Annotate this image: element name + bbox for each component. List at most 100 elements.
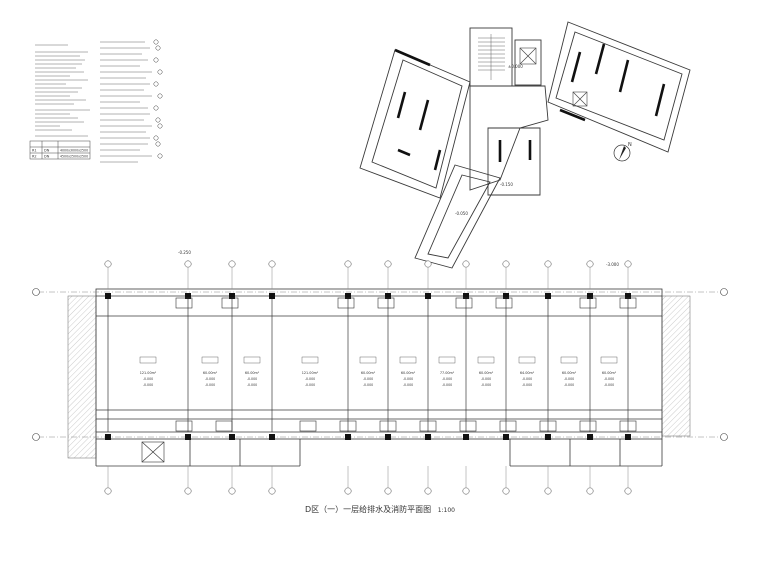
grid-bubble-top bbox=[624, 260, 632, 268]
room-elevation: -0.000 bbox=[247, 377, 257, 381]
upper-building bbox=[359, 21, 691, 269]
room-tag bbox=[560, 356, 578, 364]
drawing-title: D区（一）一层给排水及消防平面图 bbox=[304, 505, 432, 514]
room-tag bbox=[477, 356, 495, 364]
elevation-upper-3: ±0.000 bbox=[508, 64, 523, 69]
room-elevation: -0.000 bbox=[564, 377, 574, 381]
room-area: 60.00m² bbox=[361, 371, 376, 375]
room-tag bbox=[243, 356, 261, 364]
room-tag bbox=[438, 356, 456, 364]
room-elevation-2: -0.000 bbox=[363, 383, 373, 387]
elevation-main-right: -3.000 bbox=[606, 262, 619, 267]
grid-bubble-top bbox=[502, 260, 510, 268]
elevator-lower bbox=[141, 441, 165, 463]
room-elevation: -0.000 bbox=[481, 377, 491, 381]
room-area: 64.00m² bbox=[520, 371, 535, 375]
room-tag bbox=[359, 356, 377, 364]
room-elevation-2: -0.000 bbox=[305, 383, 315, 387]
hatch-right bbox=[661, 295, 691, 437]
room-area: 60.00m² bbox=[401, 371, 416, 375]
room-elevation: -0.000 bbox=[442, 377, 452, 381]
room-elevation-2: -0.000 bbox=[247, 383, 257, 387]
grid-bubble-bottom bbox=[268, 487, 276, 495]
room-elevation-2: -0.000 bbox=[564, 383, 574, 387]
room-area: 121.00m² bbox=[140, 371, 157, 375]
grid-bubble-bottom bbox=[544, 487, 552, 495]
grid-bubble-bottom bbox=[228, 487, 236, 495]
grid-bubble-bottom bbox=[624, 487, 632, 495]
grid-bubble-top bbox=[544, 260, 552, 268]
room-tag bbox=[139, 356, 157, 364]
grid-bubble-bottom bbox=[104, 487, 112, 495]
legend-label-2: DN bbox=[44, 155, 50, 159]
bottom-grid-marks bbox=[104, 466, 632, 495]
room-elevation-2: -0.000 bbox=[205, 383, 215, 387]
room-elevation: -0.000 bbox=[205, 377, 215, 381]
hatch-left bbox=[67, 295, 97, 459]
room-area: 60.00m² bbox=[562, 371, 577, 375]
room-elevation: -0.000 bbox=[143, 377, 153, 381]
room-elevation: -0.000 bbox=[305, 377, 315, 381]
axis-bubbles-lr bbox=[32, 288, 728, 441]
grid-bubble-top bbox=[104, 260, 112, 268]
room-elevation: -0.000 bbox=[522, 377, 532, 381]
room-area: 60.00m² bbox=[479, 371, 494, 375]
grid-bubble-top bbox=[384, 260, 392, 268]
room-tag bbox=[301, 356, 319, 364]
legend-code-1: R1 bbox=[32, 149, 37, 153]
stair-treads bbox=[478, 34, 505, 80]
axis-lines bbox=[38, 291, 722, 438]
room-elevation-2: -0.000 bbox=[604, 383, 614, 387]
grid-bubble-bottom bbox=[462, 487, 470, 495]
room-elevation: -0.000 bbox=[363, 377, 373, 381]
elevation-main-left: -0.250 bbox=[178, 250, 191, 255]
room-area: 60.00m² bbox=[602, 371, 617, 375]
grid-bubble-bottom bbox=[384, 487, 392, 495]
room-elevation-2: -0.000 bbox=[143, 383, 153, 387]
partitions bbox=[107, 296, 629, 432]
room-area: 60.00m² bbox=[203, 371, 218, 375]
grid-bubble-top bbox=[184, 260, 192, 268]
legend-value-1: 4000x3000x2500 bbox=[60, 149, 88, 153]
legend-code-2: R2 bbox=[32, 155, 37, 159]
grid-bubble-top bbox=[344, 260, 352, 268]
grid-bubble-bottom bbox=[502, 487, 510, 495]
room-area: 77.00m² bbox=[440, 371, 455, 375]
room-labels: 121.00m² -0.000 -0.000 60.00m² -0.000 -0.000 6… bbox=[139, 356, 618, 387]
grid-bubble-top bbox=[586, 260, 594, 268]
north-arrow bbox=[613, 144, 631, 162]
room-tag bbox=[600, 356, 618, 364]
grid-bubble-bottom bbox=[184, 487, 192, 495]
room-tag bbox=[201, 356, 219, 364]
room-elevation-2: -0.000 bbox=[522, 383, 532, 387]
legend-table bbox=[29, 140, 91, 160]
symbol-markers bbox=[153, 39, 163, 159]
room-tag bbox=[399, 356, 417, 364]
room-elevation-2: -0.000 bbox=[481, 383, 491, 387]
room-area: 121.00m² bbox=[302, 371, 319, 375]
drawing-scale: 1:100 bbox=[437, 507, 455, 514]
grid-bubble-top bbox=[462, 260, 470, 268]
north-label: N bbox=[628, 142, 632, 148]
room-elevation-2: -0.000 bbox=[403, 383, 413, 387]
grid-bubble-top bbox=[268, 260, 276, 268]
grid-bubble-top bbox=[228, 260, 236, 268]
room-elevation-2: -0.000 bbox=[442, 383, 452, 387]
room-tag bbox=[518, 356, 536, 364]
top-grid-marks bbox=[104, 260, 632, 289]
grid-bubble-bottom bbox=[424, 487, 432, 495]
room-elevation: -0.000 bbox=[403, 377, 413, 381]
symbol-legend bbox=[100, 41, 152, 163]
legend-value-2: 4500x2500x2500 bbox=[60, 155, 88, 159]
general-notes bbox=[35, 44, 90, 137]
structural-columns bbox=[105, 293, 631, 440]
legend-label-1: DN bbox=[44, 149, 50, 153]
room-area: 60.00m² bbox=[245, 371, 260, 375]
grid-bubble-bottom bbox=[586, 487, 594, 495]
main-outline bbox=[95, 288, 663, 467]
elevator-upper bbox=[519, 47, 588, 107]
upper-walls bbox=[394, 43, 666, 171]
grid-bubble-bottom bbox=[344, 487, 352, 495]
